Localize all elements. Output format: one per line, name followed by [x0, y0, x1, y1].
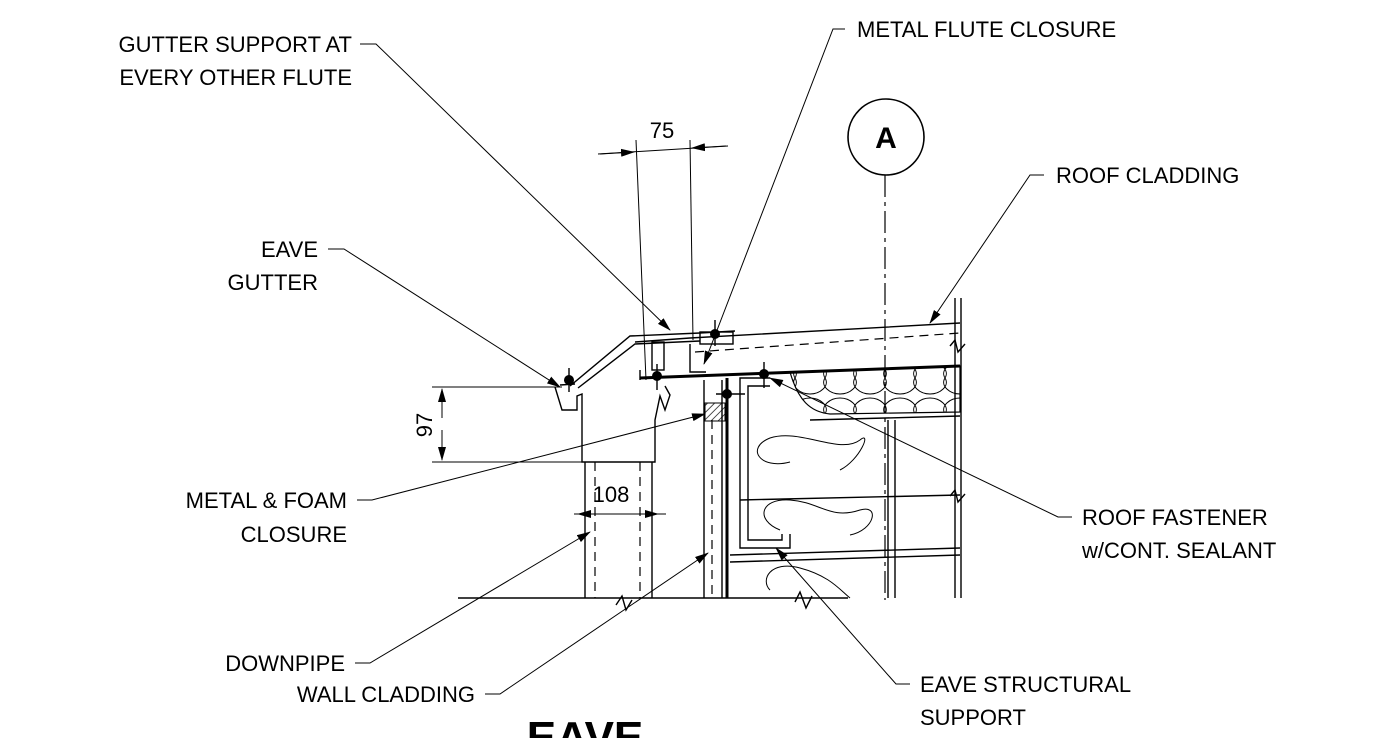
callout-wall-cladding: WALL CLADDING: [297, 552, 709, 707]
metal-flute-closure-part: [651, 341, 706, 373]
label-gutter-support-line1: GUTTER SUPPORT AT: [119, 32, 352, 57]
grid-marker-a-text: A: [875, 122, 897, 155]
callout-roof-fastener: ROOF FASTENER w/CONT. SEALANT: [769, 377, 1276, 563]
fastener-roof: [759, 362, 769, 388]
callout-metal-flute-closure: METAL FLUTE CLOSURE: [703, 17, 1116, 365]
label-metal-foam-closure-line2: CLOSURE: [241, 522, 347, 547]
frame-lines: [887, 298, 962, 598]
label-roof-fastener-line2: w/CONT. SEALANT: [1081, 538, 1276, 563]
downpipe-part: [584, 462, 653, 598]
dimension-75-text: 75: [650, 118, 674, 143]
fasteners: [564, 320, 769, 399]
label-gutter-support-line2: EVERY OTHER FLUTE: [119, 65, 352, 90]
eave-structural-support-part: [729, 377, 961, 563]
fastener-wall: [716, 389, 745, 399]
fastener-gutter: [564, 368, 574, 392]
callout-roof-cladding: ROOF CLADDING: [929, 163, 1239, 324]
label-roof-fastener-line1: ROOF FASTENER: [1082, 505, 1268, 530]
label-eave-structural-support-line2: SUPPORT: [920, 705, 1026, 730]
label-eave-gutter-line1: EAVE: [261, 237, 318, 262]
wall-cladding-part: [703, 378, 729, 598]
fastener-closure: [652, 364, 662, 390]
label-roof-cladding: ROOF CLADDING: [1056, 163, 1239, 188]
callout-eave-structural-support: EAVE STRUCTURAL SUPPORT: [775, 547, 1131, 730]
label-eave-gutter-line2: GUTTER: [228, 270, 318, 295]
drawing-title: EAVE: [527, 713, 644, 738]
label-downpipe: DOWNPIPE: [225, 651, 345, 676]
eave-gutter-profile: [554, 383, 671, 463]
construction-geometry: [458, 175, 966, 612]
grid-marker-a: A: [847, 98, 925, 176]
break-marks: [615, 338, 966, 612]
label-metal-flute-closure: METAL FLUTE CLOSURE: [857, 17, 1116, 42]
dimension-75: 75: [597, 118, 729, 381]
label-metal-foam-closure-line1: METAL & FOAM: [186, 488, 347, 513]
dimension-108: 108: [574, 482, 666, 518]
callout-metal-foam-closure: METAL & FOAM CLOSURE: [186, 413, 706, 547]
label-eave-structural-support-line1: EAVE STRUCTURAL: [920, 672, 1131, 697]
dimension-97: 97: [412, 386, 582, 463]
label-wall-cladding: WALL CLADDING: [297, 682, 475, 707]
callout-downpipe: DOWNPIPE: [225, 531, 591, 676]
roof-insulation: [789, 365, 961, 421]
dimension-108-text: 108: [593, 482, 630, 507]
callout-eave-gutter: EAVE GUTTER: [228, 237, 561, 388]
dimension-97-text: 97: [412, 413, 437, 437]
wall-insulation: [757, 435, 873, 599]
fastener-flute: [710, 320, 720, 346]
callout-gutter-support: GUTTER SUPPORT AT EVERY OTHER FLUTE: [119, 32, 671, 331]
